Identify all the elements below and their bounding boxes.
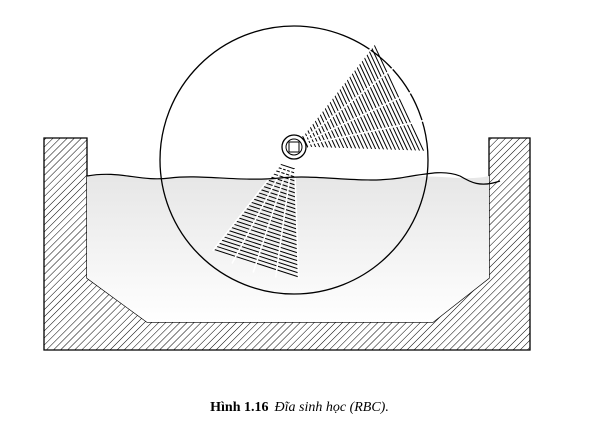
figure-caption-text: Đĩa sinh học (RBC).	[274, 400, 389, 415]
water-surface	[86, 172, 501, 185]
disc	[159, 25, 429, 295]
shaft	[281, 134, 307, 160]
media-upper-gap	[301, 42, 376, 137]
media-lower-line	[280, 163, 295, 170]
media-lower-gap	[274, 168, 292, 278]
media-upper-gap	[307, 146, 426, 153]
media-upper-gap	[307, 119, 424, 145]
water-body	[87, 174, 489, 322]
media-lower-gap	[294, 168, 300, 279]
figure-label: Hình 1.16	[210, 400, 269, 415]
media-sector-upper	[301, 42, 426, 153]
media-upper-gap	[304, 64, 398, 139]
figure-caption: Hình 1.16 Đĩa sinh học (RBC).	[0, 400, 599, 416]
media-lower-gap	[252, 167, 288, 273]
rbc-diagram	[43, 25, 531, 351]
media-upper-gap	[306, 90, 414, 142]
media-lower-gap	[231, 166, 285, 264]
media-sector-lower	[212, 163, 300, 279]
